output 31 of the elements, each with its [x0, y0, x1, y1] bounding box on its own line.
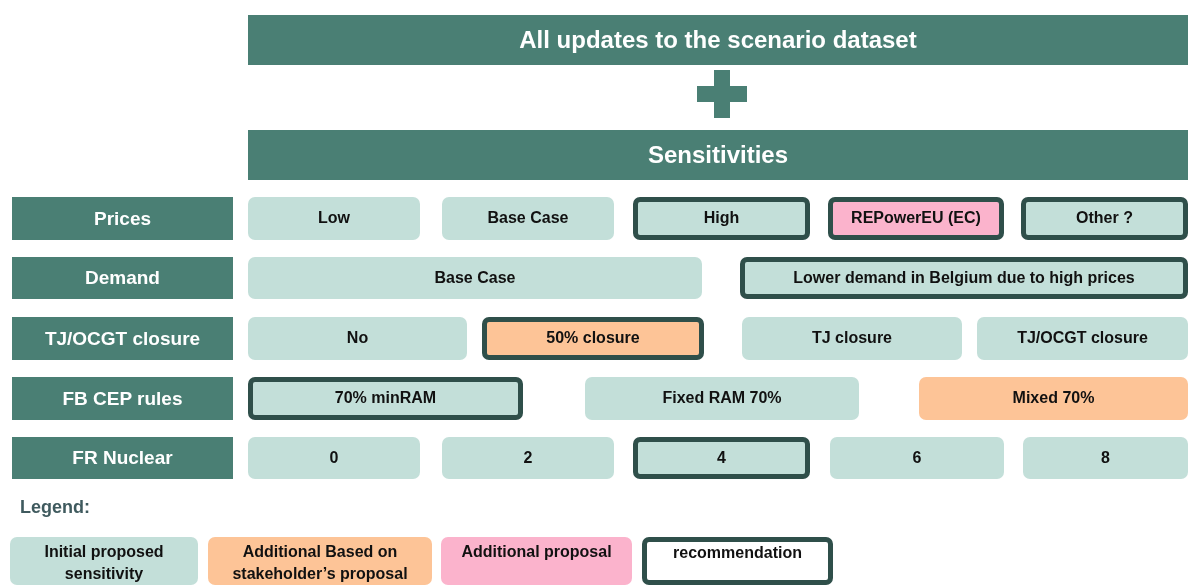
option-box: Lower demand in Belgium due to high prices [740, 257, 1188, 299]
option-box: Fixed RAM 70% [585, 377, 859, 420]
option-box: Mixed 70% [919, 377, 1188, 420]
legend-text: Initial proposed sensitivity [43, 542, 165, 584]
header-bar: Sensitivities [248, 130, 1188, 180]
option-box: TJ closure [742, 317, 962, 360]
option-box: 2 [442, 437, 614, 479]
option-box: 4 [633, 437, 810, 479]
option-box: Low [248, 197, 420, 240]
row-label-box: TJ/OCGT closure [12, 317, 233, 360]
legend-text: recommendation [673, 543, 802, 563]
row-label-box: FB CEP rules [12, 377, 233, 420]
option-box: 50% closure [482, 317, 704, 360]
row-label-box: FR Nuclear [12, 437, 233, 479]
legend-title: Legend: [20, 497, 90, 518]
legend-text: Additional Based on stakeholder’s proposal [231, 542, 409, 584]
option-box: 70% minRAM [248, 377, 523, 420]
option-box: 8 [1023, 437, 1188, 479]
option-box: REPowerEU (EC) [828, 197, 1004, 240]
option-box: Other ? [1021, 197, 1188, 240]
legend-text: Additional proposal [461, 542, 612, 562]
option-box: TJ/OCGT closure [977, 317, 1188, 360]
option-box: 6 [830, 437, 1004, 479]
option-box: High [633, 197, 810, 240]
row-label-box: Demand [12, 257, 233, 299]
option-box: No [248, 317, 467, 360]
option-box: Base Case [442, 197, 614, 240]
option-box: 0 [248, 437, 420, 479]
header-bar: All updates to the scenario dataset [248, 15, 1188, 65]
row-label-box: Prices [12, 197, 233, 240]
option-box: Base Case [248, 257, 702, 299]
